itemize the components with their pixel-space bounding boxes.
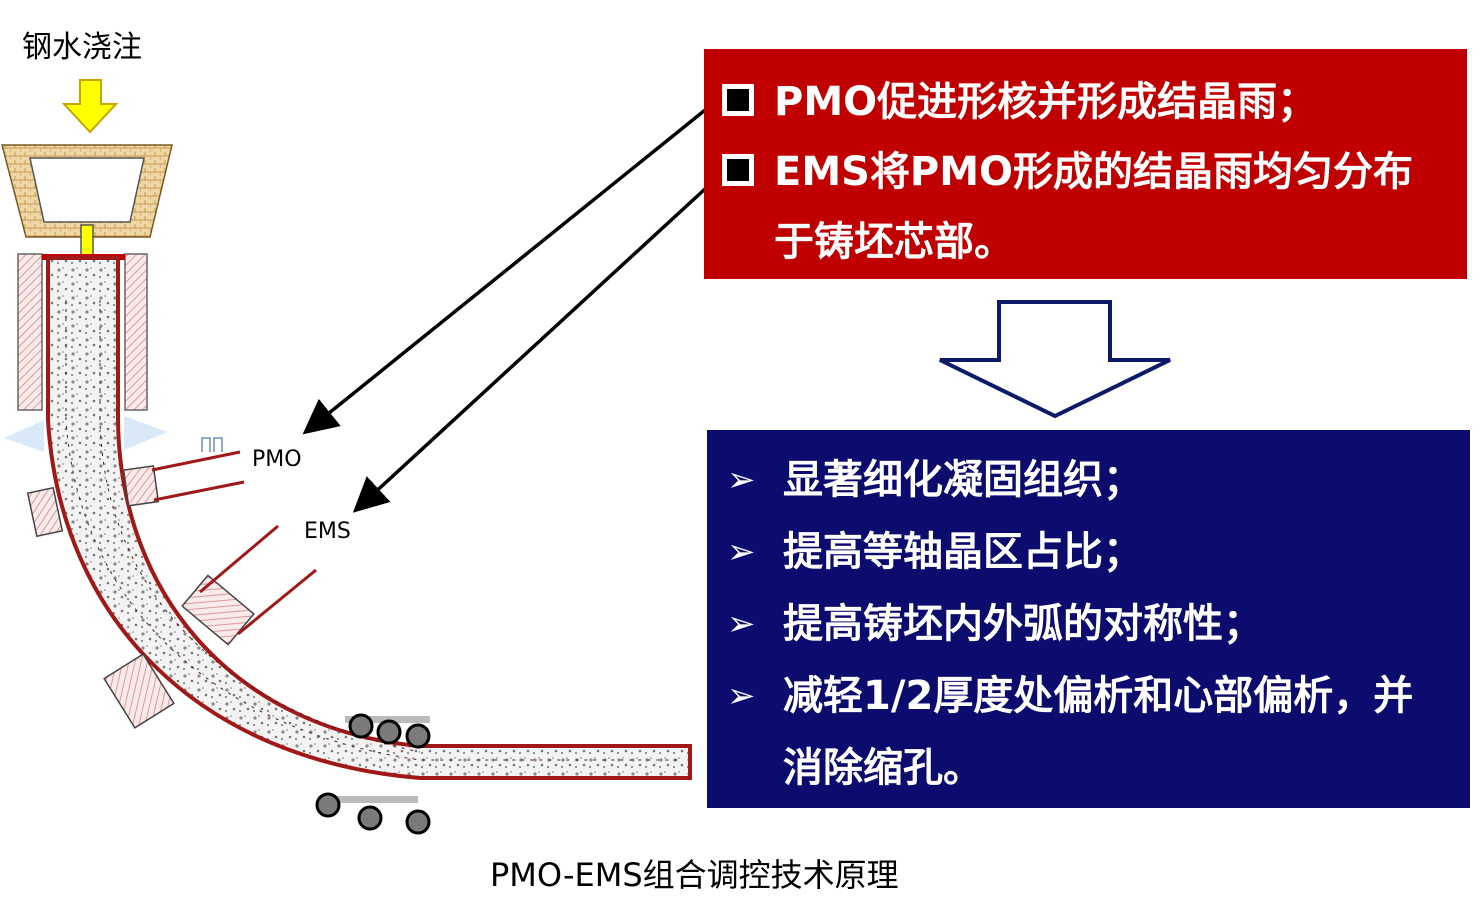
strand-body: [46, 256, 692, 780]
figure-caption: PMO-EMS组合调控技术原理: [490, 856, 899, 894]
effect-text: 显著细化凝固组织；: [783, 457, 1143, 503]
down-arrow: [939, 300, 1171, 419]
arrow-bullet-icon: ➢: [727, 604, 756, 644]
spray-right: [124, 416, 168, 450]
checkbox-icon: [722, 154, 754, 186]
effect-text: 提高等轴晶区占比；: [783, 529, 1143, 575]
mechanism-item: PMO促进形核并形成结晶雨；: [722, 67, 1467, 137]
pmo-leader-arrow: [302, 96, 722, 435]
pour-arrow: [61, 79, 119, 134]
ems-label: EMS: [304, 519, 351, 544]
mold-right-wall: [124, 253, 148, 411]
effect-item: ➢ 显著细化凝固组织；: [727, 444, 1470, 516]
spray-left: [4, 420, 44, 452]
pour-label: 钢水浇注: [22, 30, 142, 65]
effects-box: ➢ 显著细化凝固组织； ➢ 提高等轴晶区占比； ➢ 提高铸坯内外弧的对称性； ➢…: [707, 430, 1470, 808]
effect-item: ➢ 提高等轴晶区占比；: [727, 516, 1470, 588]
pmo-device: [122, 450, 245, 507]
effect-item: ➢ 提高铸坯内外弧的对称性；: [727, 588, 1470, 660]
effect-text: 提高铸坯内外弧的对称性；: [783, 601, 1263, 647]
mechanism-text: EMS将PMO形成的结晶雨均匀分布于铸坯芯部。: [774, 149, 1414, 265]
mechanism-text: PMO促进形核并形成结晶雨；: [774, 79, 1318, 125]
pmo-label: PMO: [252, 447, 302, 472]
arrow-bullet-icon: ➢: [727, 460, 756, 500]
ems-leader-arrow: [352, 164, 732, 513]
arrow-bullet-icon: ➢: [727, 532, 756, 572]
rollers-bottom: [315, 792, 431, 835]
rollers-top: [345, 713, 431, 749]
ems-device: [181, 524, 317, 646]
effect-item: ➢ 减轻1/2厚度处偏析和心部偏析，并消除缩孔。: [727, 660, 1470, 804]
stirrer-box-lower: [103, 653, 175, 729]
tundish-cavity: [29, 157, 145, 223]
mechanism-box: PMO促进形核并形成结晶雨； EMS将PMO形成的结晶雨均匀分布于铸坯芯部。: [704, 49, 1467, 279]
stirrer-box-upper: [26, 486, 64, 538]
mold-left-wall: [17, 253, 43, 411]
checkbox-icon: [722, 84, 754, 116]
effect-text: 减轻1/2厚度处偏析和心部偏析，并消除缩孔。: [783, 673, 1414, 791]
mechanism-item: EMS将PMO形成的结晶雨均匀分布于铸坯芯部。: [722, 137, 1467, 277]
arrow-bullet-icon: ➢: [727, 676, 756, 716]
